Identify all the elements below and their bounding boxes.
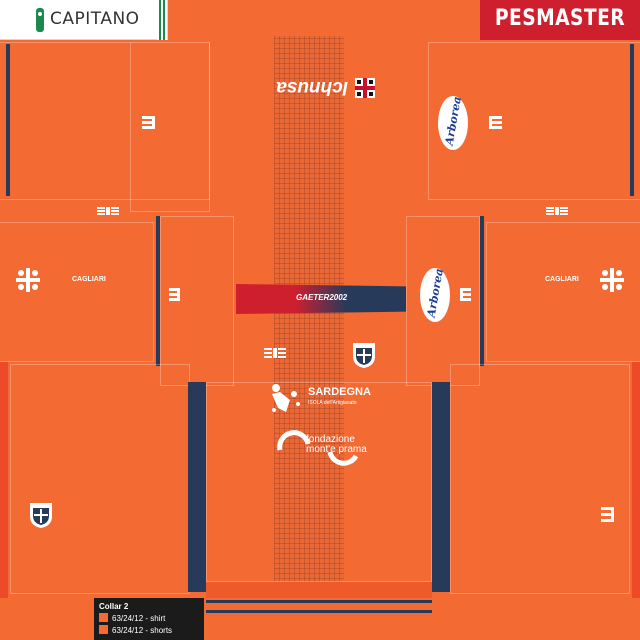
sock-band	[206, 600, 432, 603]
left-shorts-stripe	[188, 382, 206, 592]
collar-strip: GAETER2002	[236, 284, 406, 314]
left-front-panel	[0, 42, 210, 200]
right-front-stripe	[630, 44, 634, 196]
kit-maker-logo-icon	[546, 207, 568, 215]
foundation-line-1: fondazione	[306, 434, 355, 445]
kit-maker-logo-icon	[601, 507, 614, 522]
left-back-panel	[0, 222, 154, 362]
kit-maker-logo-icon	[460, 288, 471, 301]
right-front-panel	[428, 42, 640, 200]
shirt-body-panel	[206, 382, 432, 582]
left-sleeve-stripe	[156, 216, 160, 366]
legend-title: Collar 2	[99, 602, 129, 611]
legend-row: 63/24/12 - shorts	[99, 625, 172, 635]
brand-badge: PESMASTER	[480, 0, 640, 40]
four-moors-cross-icon	[16, 268, 40, 292]
legend-row: 63/24/12 - shirt	[99, 613, 165, 623]
color-swatch	[99, 625, 108, 634]
captain-stripe	[157, 0, 167, 40]
back-small-text: CAGLIARI	[545, 276, 579, 283]
left-front-stripe	[6, 44, 10, 196]
right-shorts-panel	[450, 364, 630, 594]
sardegna-subtitle: ISOLA dell'Artigianato	[308, 400, 357, 406]
left-shorts-panel	[10, 364, 190, 594]
legend: Collar 2 63/24/12 - shirt 63/24/12 - sho…	[94, 598, 204, 640]
four-moors-cross-icon	[600, 268, 624, 292]
sleeve-sponsor: Arborea	[420, 267, 450, 322]
right-shorts-stripe	[432, 382, 450, 592]
right-shorts-edge	[632, 362, 640, 598]
kit-maker-logo-icon	[142, 116, 155, 129]
legend-row-label: 63/24/12 - shorts	[112, 626, 173, 635]
kit-maker-logo-icon	[489, 116, 502, 129]
kit-maker-logo-icon	[97, 207, 119, 215]
right-back-panel	[486, 222, 640, 362]
back-small-text: CAGLIARI	[72, 276, 106, 283]
brand-label: PESMASTER	[494, 6, 626, 31]
sardegna-emblem-icon	[272, 384, 300, 412]
cagliari-crest-icon	[353, 343, 375, 368]
right-sleeve-stripe	[480, 216, 484, 366]
legend-row-label: 63/24/12 - shirt	[112, 614, 166, 623]
color-swatch	[99, 613, 108, 622]
main-sponsor: Ichnusa	[262, 72, 382, 102]
hem-trim	[206, 582, 432, 598]
left-shorts-edge	[0, 362, 8, 598]
foundation-line-2: mont'e prama	[306, 444, 367, 455]
kit-maker-logo-icon	[264, 348, 286, 358]
sleeve-sponsor-label: Arborea	[442, 95, 464, 147]
captain-label: CAPITANO	[50, 9, 140, 29]
sock-band	[206, 610, 432, 613]
left-front-side	[130, 42, 210, 212]
foundation-emblem-icon	[277, 430, 359, 466]
four-moors-cross-icon	[355, 78, 375, 98]
captain-badge: CAPITANO	[0, 0, 168, 40]
cagliari-crest-icon	[30, 503, 52, 528]
serie-a-logo	[36, 8, 44, 32]
sleeve-sponsor: Arborea	[438, 95, 468, 150]
sardegna-title: SARDEGNA	[308, 386, 371, 398]
main-sponsor-label: Ichnusa	[276, 77, 348, 98]
kit-maker-label: GAETER2002	[296, 293, 348, 302]
sleeve-sponsor-label: Arborea	[424, 267, 446, 319]
kit-maker-logo-icon	[169, 288, 180, 301]
